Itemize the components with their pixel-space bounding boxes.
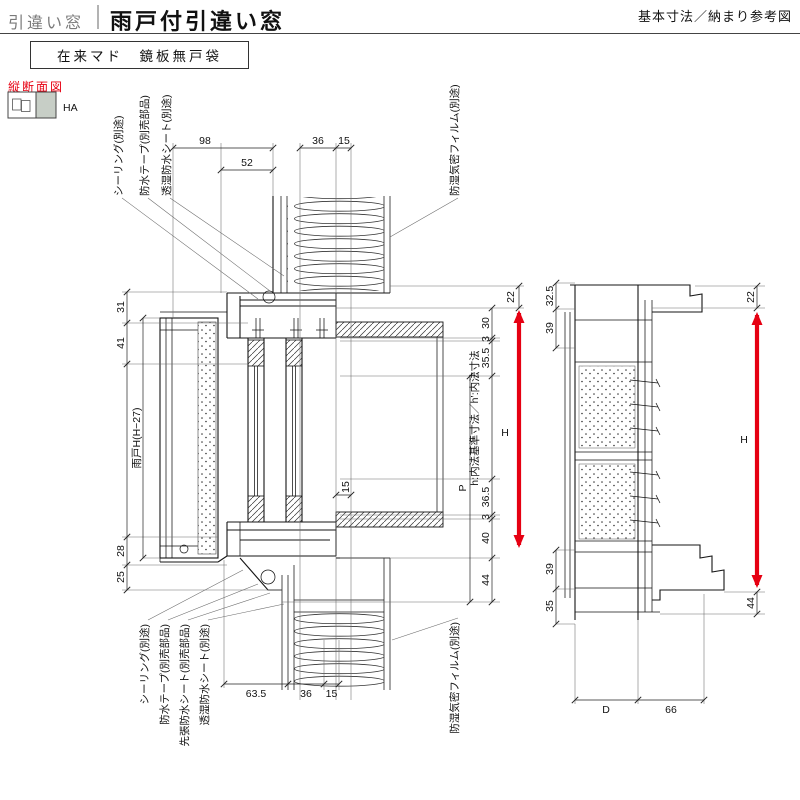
detail-section-view bbox=[564, 284, 725, 620]
window-category-label: 引違い窓 bbox=[8, 15, 85, 32]
height-arrow-main bbox=[513, 310, 525, 548]
dim-value: 36 bbox=[300, 688, 312, 700]
dim-value: 15 bbox=[340, 481, 352, 493]
sliding-sashes bbox=[247, 338, 303, 523]
callout-label: 防湿気密フィルム(別途) bbox=[448, 84, 461, 196]
dim-value: 52 bbox=[241, 157, 253, 169]
insulation-top bbox=[287, 197, 384, 291]
exterior-wall-top bbox=[272, 196, 391, 294]
glass-panes bbox=[254, 366, 296, 496]
header: 引違い窓 雨戸付引違い窓 基本寸法／納まり参考図 bbox=[0, 0, 800, 34]
dim-value: P bbox=[457, 484, 469, 491]
dim-value: 15 bbox=[326, 688, 338, 700]
dim-value: 40 bbox=[480, 532, 492, 544]
dim-value: 32.5 bbox=[544, 286, 556, 307]
window-head-frame bbox=[226, 290, 337, 339]
exterior-wall-bottom bbox=[239, 557, 391, 690]
shutter-panel bbox=[197, 321, 217, 555]
anchor-detail bbox=[260, 569, 276, 585]
section-view-label: 縦断面図 bbox=[8, 80, 65, 94]
dim-value: 3 bbox=[480, 336, 492, 342]
fasteners bbox=[629, 378, 661, 528]
dim-value: H bbox=[501, 427, 509, 439]
callout-label: シーリング(別途) bbox=[138, 624, 151, 705]
dim-value: 39 bbox=[544, 563, 556, 575]
callout-label: 防湿気密フィルム(別途) bbox=[448, 622, 461, 734]
dim-value: 63.5 bbox=[246, 688, 267, 700]
dim-value: 3 bbox=[480, 514, 492, 520]
sealing-backer-top bbox=[262, 290, 276, 304]
dim-value: 25 bbox=[115, 571, 127, 583]
dimension-layer: 98 52 36 15 31 41 28 25 雨戸H(H−27) 22 30 … bbox=[115, 135, 761, 716]
dim-value: 98 bbox=[199, 135, 211, 147]
callout-label: 透湿防水シート(別途) bbox=[160, 95, 173, 197]
callout-label: 先張防水シート(別売部品) bbox=[178, 624, 191, 747]
dim-value: 41 bbox=[115, 337, 127, 349]
storm-shutter bbox=[159, 311, 227, 559]
dim-value: H bbox=[740, 434, 748, 446]
dim-value: 44 bbox=[745, 597, 757, 609]
dim-value: 28 bbox=[115, 545, 127, 557]
dim-value: 30 bbox=[480, 317, 492, 329]
callout-labels-bottom: シーリング(別途) 防水テープ(別売部品) 先張防水シート(別売部品) 透湿防水… bbox=[138, 569, 461, 747]
extension-lines bbox=[122, 143, 765, 704]
dim-value: 36.5 bbox=[480, 487, 492, 508]
dim-value: 35.5 bbox=[480, 348, 492, 369]
spec-box: 在来マド 鏡板無戸袋 bbox=[30, 41, 249, 69]
callout-label: 防水テープ(別売部品) bbox=[158, 624, 171, 725]
shutter-wheel bbox=[179, 544, 189, 554]
dim-value: D bbox=[602, 704, 610, 716]
shutter-height-label: 雨戸H(H−27) bbox=[131, 408, 143, 469]
page-title: 雨戸付引違い窓 bbox=[110, 9, 286, 34]
section-type-icon: HA bbox=[7, 91, 78, 119]
dim-value: 39 bbox=[544, 322, 556, 334]
dim-value: 36 bbox=[312, 135, 324, 147]
callout-label: 防水テープ(別売部品) bbox=[138, 95, 151, 196]
height-arrow-detail bbox=[751, 312, 763, 588]
dim-value: 66 bbox=[665, 704, 677, 716]
dim-value: 15 bbox=[338, 135, 350, 147]
inner-dimension-note: h:内法基準寸法／h’:内法寸法 bbox=[468, 350, 481, 485]
dim-value: 35 bbox=[544, 600, 556, 612]
callout-label: シーリング(別途) bbox=[112, 116, 125, 197]
header-divider bbox=[97, 5, 99, 29]
callout-label: 透湿防水シート(別途) bbox=[198, 624, 211, 726]
icon-code-label: HA bbox=[63, 102, 78, 114]
header-note: 基本寸法／納まり参考図 bbox=[637, 9, 792, 24]
dim-value: 22 bbox=[505, 291, 517, 303]
interior-casing bbox=[335, 321, 444, 528]
dim-value: 44 bbox=[480, 574, 492, 586]
callout-labels-top: シーリング(別途) 防水テープ(別売部品) 透湿防水シート(別途) 防湿気密フィ… bbox=[112, 84, 461, 300]
dim-value: 31 bbox=[115, 301, 127, 313]
dim-value: 22 bbox=[745, 291, 757, 303]
